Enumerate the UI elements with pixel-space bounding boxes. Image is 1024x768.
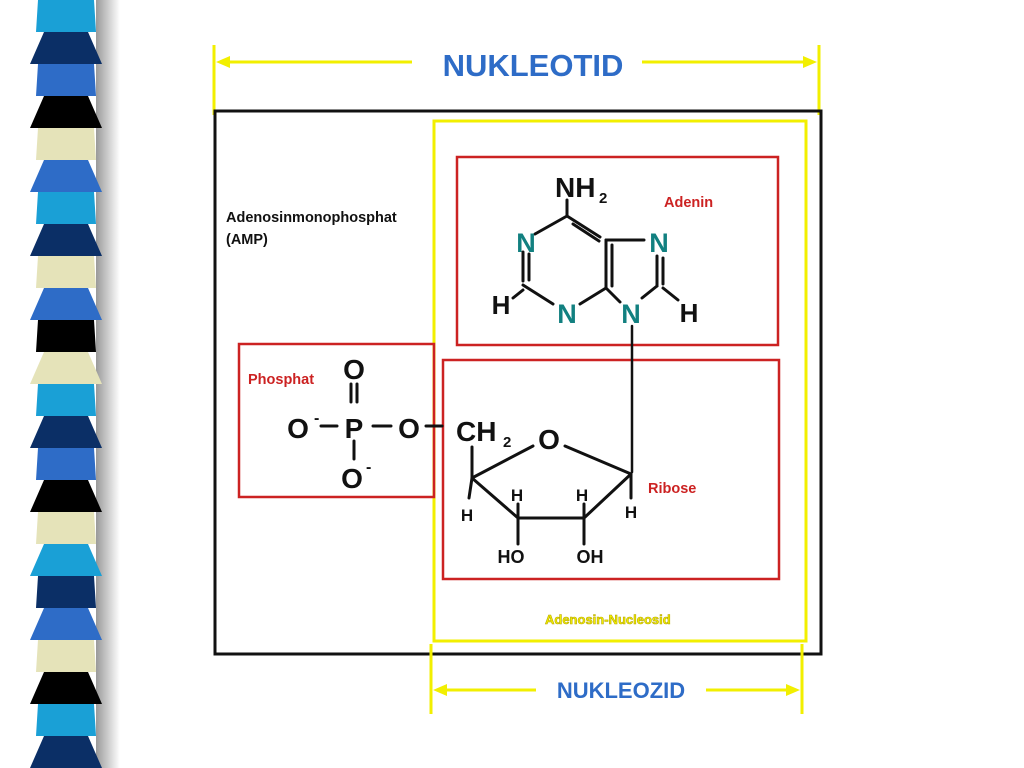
nh2-group: NH: [555, 172, 595, 203]
stripe-segment: [30, 544, 102, 576]
stripe-segment: [36, 192, 96, 224]
ch2-group: CH: [456, 416, 496, 447]
phosphat-box: [237, 342, 436, 499]
stripe-segment: [30, 608, 102, 640]
arrow-left-head: [433, 684, 447, 696]
nukleotid-title: NUKLEOTID: [443, 48, 624, 83]
phosphate-o-bottom: O: [341, 463, 363, 494]
ribose-ring-o: O: [538, 424, 560, 455]
phosphate-o-bottom-charge: -: [366, 459, 371, 476]
nucleosid-label: Adenosin-Nucleosid: [545, 612, 671, 627]
compound-name-line2: (AMP): [226, 232, 268, 248]
stripe-segment: [36, 384, 96, 416]
nh2-subscript: 2: [599, 190, 607, 207]
decorative-stripe-bar: [30, 0, 120, 768]
phosphate-o-left: O: [287, 413, 309, 444]
phosphate-p: P: [345, 413, 364, 444]
phosphate-o-left-charge: -: [314, 410, 319, 427]
phosphate-bonds: [319, 382, 444, 461]
stripe-segment: [36, 320, 96, 352]
ch2-subscript: 2: [503, 434, 511, 451]
adenine-h8: H: [680, 298, 699, 328]
arrow-right-head: [786, 684, 800, 696]
stripe-segment: [30, 96, 102, 128]
adenine-bonds: [511, 198, 680, 474]
ribose-h-c2: H: [576, 486, 588, 505]
phosphate-o-top: O: [343, 354, 365, 385]
stripe-segment: [30, 672, 102, 704]
ribose-box: [441, 358, 781, 581]
stripe-segment: [30, 160, 102, 192]
stripe-segment: [30, 480, 102, 512]
stripe-segment: [36, 704, 96, 736]
arrow-left-head: [216, 56, 230, 68]
ribose-h-c4: H: [461, 506, 473, 525]
stripe-segment: [36, 448, 96, 480]
stripe-segment: [36, 0, 96, 32]
phosphate-o-right: O: [398, 413, 420, 444]
stripe-segment: [36, 576, 96, 608]
stripe-segment: [30, 224, 102, 256]
stripe-segment: [36, 64, 96, 96]
stripe-rows: [30, 0, 102, 768]
ribose-oh-c2: OH: [577, 547, 604, 567]
stripe-segment: [30, 352, 102, 384]
ribose-label: Ribose: [648, 481, 696, 497]
stripe-segment: [36, 256, 96, 288]
adenin-box: [455, 155, 780, 347]
adenin-label: Adenin: [664, 195, 713, 211]
phosphat-label: Phosphat: [248, 372, 314, 388]
adenine-n7: N: [649, 228, 669, 258]
stripe-segment: [36, 512, 96, 544]
ribose-h-c3: H: [511, 486, 523, 505]
compound-name-line1: Adenosinmonophosphat: [226, 210, 397, 226]
stripe-segment: [30, 32, 102, 64]
adenine-n3: N: [557, 299, 577, 329]
nukleozid-title: NUKLEOZID: [557, 678, 685, 703]
nucleotide-frame: [213, 109, 823, 656]
adenine-h2: H: [492, 290, 511, 320]
stripe-segment: [36, 640, 96, 672]
nucleoside-box: [432, 119, 808, 643]
adenine-n9: N: [621, 299, 641, 329]
adenine-n1: N: [516, 228, 536, 258]
stripe-segment: [30, 416, 102, 448]
ribose-h-c1: H: [625, 503, 637, 522]
ribose-oh-c3: HO: [498, 547, 525, 567]
stripe-segment: [30, 288, 102, 320]
nukleozid-bracket: [429, 644, 804, 714]
arrow-right-head: [803, 56, 817, 68]
stripe-segment: [30, 736, 102, 768]
stripe-segment: [36, 128, 96, 160]
nukleotid-bracket: [212, 45, 821, 115]
ribose-bonds: [467, 444, 633, 546]
